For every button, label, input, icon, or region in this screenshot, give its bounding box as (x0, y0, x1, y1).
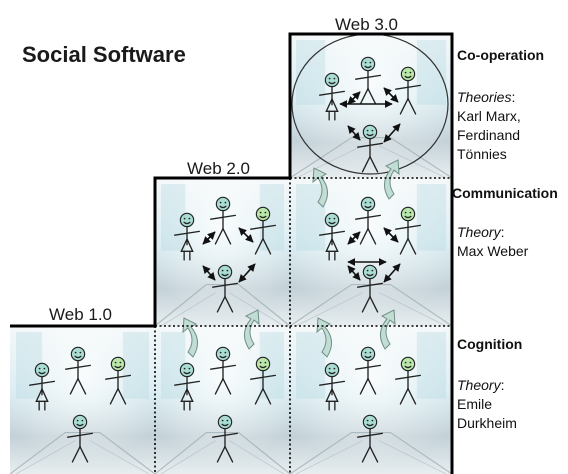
web-1-label: Web 1.0 (49, 305, 112, 324)
stick-figure-icon (28, 362, 56, 411)
stick-figure-icon (211, 414, 239, 463)
theory-colon: : (501, 377, 505, 393)
stick-figure-icon (318, 212, 346, 261)
theory-label: Theory (457, 224, 502, 240)
double-arrow-icon (202, 265, 216, 281)
theory-name: Emile (457, 396, 492, 412)
double-arrow-icon (238, 263, 256, 283)
stick-figure-icon (394, 206, 422, 255)
theory-name: Karl Marx, (457, 108, 521, 124)
stick-figure-icon (318, 72, 346, 121)
diagram-title: Social Software (22, 42, 186, 67)
dotted-dividers (154, 177, 452, 474)
stick-figure-icon (211, 264, 239, 313)
stick-figure-icon (209, 196, 237, 245)
theory-name: Ferdinand (457, 127, 520, 143)
web-2-label: Web 2.0 (187, 159, 250, 178)
curved-arrow-icon (316, 317, 332, 358)
theory-colon: : (511, 89, 515, 105)
double-arrow-icon (202, 231, 216, 245)
curved-arrow-icon (312, 167, 328, 208)
double-arrow-icon (383, 263, 401, 283)
stick-figure-icon (354, 346, 382, 395)
theory-line: Theory: (457, 377, 504, 393)
double-arrow-icon (347, 125, 361, 141)
level-title: Co-operation (457, 47, 544, 63)
level-cooperation: Co-operation Theories: Karl Marx, Ferdin… (457, 47, 544, 162)
stick-figure-icon (356, 124, 384, 173)
stick-figure-icon (173, 212, 201, 261)
theory-name: Max Weber (457, 243, 529, 259)
curved-arrow-icon (182, 317, 198, 358)
stick-figure-icon (354, 56, 382, 105)
double-arrow-icon (347, 265, 361, 281)
stick-figure-icon (394, 356, 422, 405)
stick-figure-icon (249, 206, 277, 255)
theory-label: Theories (457, 89, 511, 105)
stick-figure-icon (66, 414, 94, 463)
double-arrow-icon (383, 123, 401, 143)
theory-name: Durkheim (457, 415, 517, 431)
level-cognition: Cognition Theory: Emile Durkheim (457, 336, 522, 431)
stick-figure-icon (394, 66, 422, 115)
theory-label: Theory (457, 377, 502, 393)
theory-name: Tönnies (457, 146, 507, 162)
curved-arrow-icon (384, 159, 400, 200)
double-arrow-icon (383, 87, 399, 103)
panel-grid (9, 33, 453, 474)
double-arrow-icon (238, 227, 254, 243)
stick-figure-icon (209, 346, 237, 395)
double-arrow-icon (383, 227, 399, 243)
stick-figure-icon (356, 414, 384, 463)
stick-figure-icon (64, 346, 92, 395)
stick-figure-icon (104, 356, 132, 405)
theory-colon: : (501, 224, 505, 240)
level-title: Communication (452, 185, 558, 201)
theory-line: Theory: (457, 224, 504, 240)
double-arrow-icon (347, 231, 361, 245)
stick-figure-icon (249, 356, 277, 405)
web-3-label: Web 3.0 (335, 15, 398, 34)
stick-figure-icon (318, 362, 346, 411)
stick-figure-icon (354, 196, 382, 245)
stick-figure-icon (173, 362, 201, 411)
level-title: Cognition (457, 336, 522, 352)
curved-arrow-icon (244, 309, 260, 350)
curved-arrow-icon (380, 309, 396, 350)
theory-line: Theories: (457, 89, 515, 105)
level-communication: Communication Theory: Max Weber (452, 185, 558, 259)
